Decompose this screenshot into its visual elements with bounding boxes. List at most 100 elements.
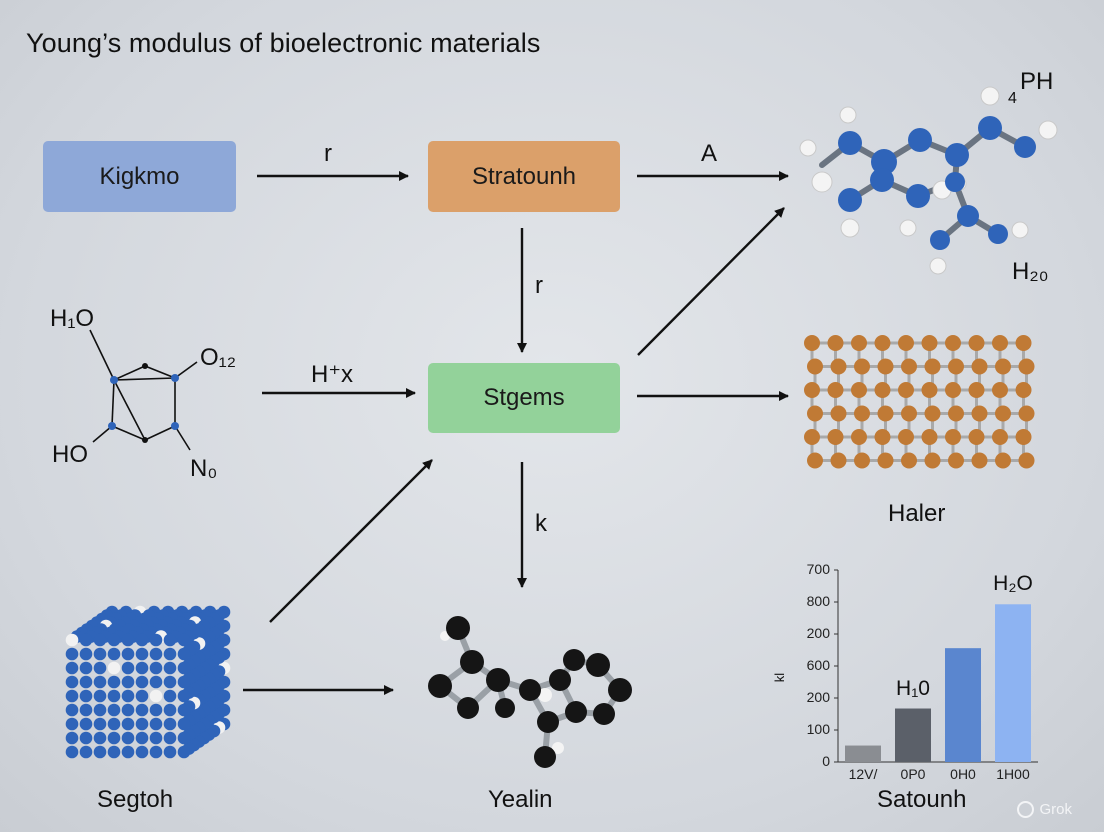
watermark-text: Grok	[1039, 801, 1072, 818]
lattice-atom	[807, 358, 823, 375]
lattice-atom	[995, 452, 1011, 469]
lattice-atom	[901, 405, 917, 422]
lattice-atom	[804, 335, 820, 351]
chart-y-tick-label: 0	[822, 753, 830, 769]
edge-label-kigkmo-stratounh: r	[324, 140, 332, 167]
cube-atom	[93, 647, 107, 661]
cube-atom	[107, 647, 121, 661]
cube-atom	[121, 675, 135, 689]
lattice-atom	[945, 335, 961, 351]
lattice-atom	[898, 429, 914, 445]
lattice-atom	[945, 382, 961, 398]
cube-atom	[79, 633, 93, 647]
lattice-atom	[992, 382, 1008, 398]
lattice-atom	[807, 452, 823, 469]
chart-y-axis-label: kl	[772, 672, 788, 683]
lattice-atom	[968, 335, 985, 351]
lattice-atom	[877, 405, 894, 422]
lattice-atom	[851, 335, 867, 351]
chart-bar	[845, 745, 881, 762]
formula-label-o12: O₁₂	[200, 344, 237, 371]
lattice-atom	[827, 335, 844, 351]
cube-atom	[149, 633, 163, 647]
lattice-atom	[968, 382, 985, 398]
chart-bar	[995, 604, 1031, 762]
lattice-atom	[995, 405, 1011, 422]
cube-atom	[149, 731, 163, 745]
lattice-atom	[924, 405, 941, 422]
node-stgems: Stgems	[428, 363, 620, 433]
cube-atom	[163, 647, 177, 661]
lattice-atom	[898, 335, 914, 351]
chart-x-tick-label: 12V/	[848, 766, 878, 782]
chart-bar	[895, 708, 931, 762]
cube-atom	[121, 661, 135, 675]
lattice-label: Haler	[888, 500, 946, 527]
cube-atom	[163, 717, 177, 731]
molecule-label-h2o: H₂₀	[1012, 258, 1049, 285]
lattice-atom	[1015, 335, 1032, 351]
cube-atom	[163, 661, 177, 675]
lattice-atom	[1018, 405, 1035, 422]
watermark: Grok	[1017, 801, 1072, 818]
cube-atom	[121, 717, 135, 731]
page-title: Young’s modulus of bioelectronic materia…	[26, 28, 541, 58]
lattice-atom	[921, 335, 938, 351]
formula-label-ho: HO	[52, 441, 88, 468]
lattice-atom	[854, 452, 870, 469]
cube-atom	[163, 689, 177, 703]
cube-atom	[163, 731, 177, 745]
cube-atom	[65, 703, 79, 717]
lattice-atom	[877, 452, 894, 469]
cube-atom	[149, 703, 163, 717]
cube-atom	[135, 689, 149, 703]
cube-atom	[135, 675, 149, 689]
node-stratounh: Stratounh	[428, 141, 620, 212]
lattice-atom	[971, 358, 988, 375]
lattice-atom	[851, 382, 867, 398]
cube-atom	[107, 675, 121, 689]
lattice-atom	[924, 452, 941, 469]
node-kigkmo: Kigkmo	[43, 141, 236, 212]
cube-atom	[177, 647, 191, 661]
cube-atom	[79, 661, 93, 675]
lattice-atom	[827, 429, 844, 445]
lattice-atom	[854, 358, 870, 375]
cube-atom	[135, 745, 149, 759]
cube-atom	[121, 745, 135, 759]
cube-atom	[65, 647, 79, 661]
edge-label-stratounh-molecule: A	[701, 140, 718, 167]
cube-atom	[107, 633, 121, 647]
lattice-atom	[971, 452, 988, 469]
lattice-atom	[948, 358, 964, 375]
cube-atom	[149, 717, 163, 731]
cube-atom	[65, 689, 79, 703]
arrow-stgems-molecule	[637, 207, 785, 356]
cube-atom	[79, 731, 93, 745]
chart-bar	[945, 648, 981, 762]
chart-title: Satounh	[877, 786, 967, 813]
lattice-atom	[827, 382, 844, 398]
cube-atom	[135, 703, 149, 717]
cube-atom	[149, 675, 163, 689]
arrow-cube-stgems	[269, 459, 433, 623]
molecule-label-ph: PH	[1020, 68, 1054, 95]
lattice-atom	[854, 405, 870, 422]
chart-y-tick-label: 700	[806, 561, 830, 577]
cube-atom	[149, 647, 163, 661]
lattice-atom	[804, 429, 820, 445]
lattice-atom	[830, 452, 847, 469]
cube-atom	[93, 703, 107, 717]
cube-atom	[149, 661, 163, 675]
cube-atom	[135, 633, 149, 647]
cube-atom	[93, 675, 107, 689]
cube-atom	[135, 661, 149, 675]
cube-atom	[177, 633, 191, 647]
cube-atom	[65, 633, 79, 647]
cube-atom	[121, 731, 135, 745]
cube-atom	[177, 717, 191, 731]
lattice-atom	[830, 405, 847, 422]
cube-atom	[65, 731, 79, 745]
